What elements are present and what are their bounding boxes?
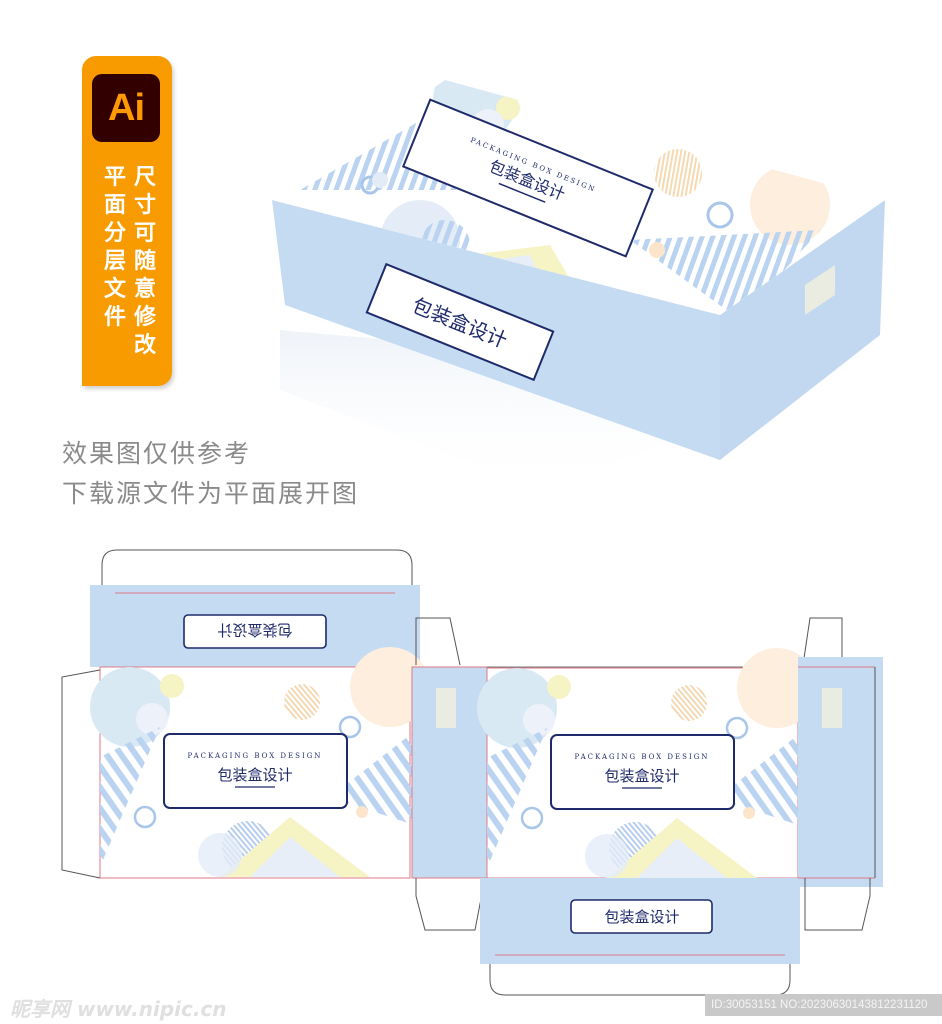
dieline-flat-layout: 包装盒设计 PACKAGING BOX DESIGN 包装盒设计 PACKAGI… (61, 549, 883, 996)
site-watermark: 昵享网 www.nipic.cn (10, 997, 227, 1021)
svg-text:包装盒设计: 包装盒设计 (217, 621, 292, 639)
svg-text:包装盒设计: 包装盒设计 (217, 766, 292, 784)
bottom-flap-label: 包装盒设计 (570, 899, 713, 934)
ai-file-badge: Ai 平面分层文件 尺寸可随意修改 (82, 56, 172, 386)
mirrored-label: 包装盒设计 (183, 614, 327, 649)
illustrator-icon: Ai (92, 74, 160, 142)
panel-right-label: PACKAGING BOX DESIGN 包装盒设计 (550, 734, 735, 810)
svg-text:包装盒设计: 包装盒设计 (604, 908, 679, 926)
top-label: PACKAGING BOX DESIGN 包装盒设计 (401, 98, 655, 258)
box-mockup-3d: PACKAGING BOX DESIGN 包装盒设计 包装盒设计 (272, 80, 885, 490)
image-id-bar: ID:30053151 NO:20230630143812231120 (705, 994, 942, 1016)
caption-preview-note: 效果图仅供参考 (62, 439, 252, 468)
svg-text:PACKAGING BOX DESIGN: PACKAGING BOX DESIGN (575, 753, 710, 761)
caption-download-note: 下载源文件为平面展开图 (62, 479, 360, 508)
svg-text:包装盒设计: 包装盒设计 (604, 767, 679, 785)
badge-text-editable-size: 尺寸可随意修改 (133, 165, 156, 358)
badge-text-layered-file: 平面分层文件 (103, 165, 126, 330)
box-side-face (720, 200, 885, 460)
svg-text:PACKAGING BOX DESIGN: PACKAGING BOX DESIGN (188, 752, 323, 760)
panel-left-label: PACKAGING BOX DESIGN 包装盒设计 (163, 733, 348, 809)
